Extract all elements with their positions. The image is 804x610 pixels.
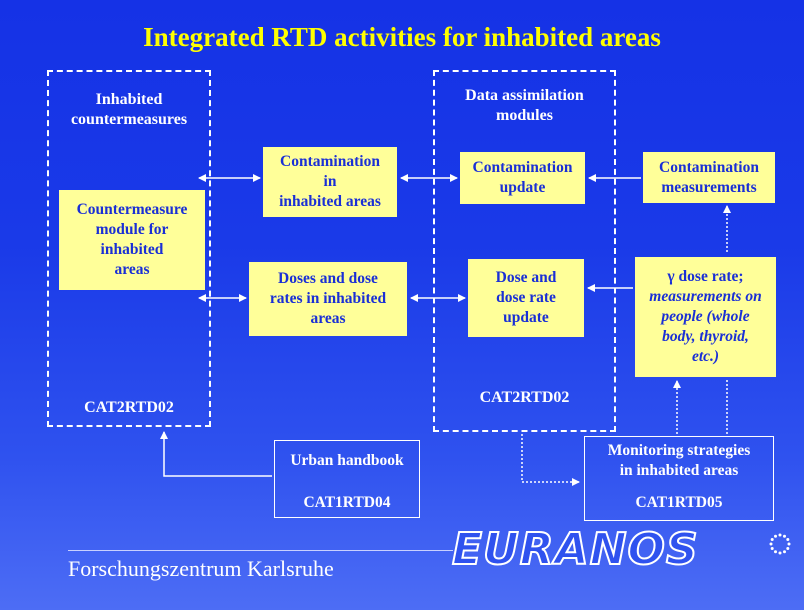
box-line: people (whole xyxy=(661,308,750,325)
box-line: Countermeasure xyxy=(76,201,188,218)
group-label-line: countermeasures xyxy=(70,111,188,128)
box-line: Contamination xyxy=(472,159,573,176)
left-group-code: CAT2RTD02 xyxy=(84,399,174,416)
urban-handbook-code: CAT1RTD04 xyxy=(303,494,391,511)
gamma-dose-box: γ dose rate; measurements on people (who… xyxy=(635,257,776,377)
contamination-update-box: Contamination update xyxy=(460,152,585,204)
box-line: Contamination xyxy=(280,153,380,170)
right-group-code: CAT2RTD02 xyxy=(479,389,570,406)
footer-divider xyxy=(68,550,453,551)
box-line: rates in inhabited xyxy=(269,290,387,307)
dose-update-box: Dose and dose rate update xyxy=(468,259,584,337)
urban-handbook-box: Urban handbook CAT1RTD04 xyxy=(274,440,420,518)
box-line: Doses and dose xyxy=(278,270,378,287)
countermeasure-module-box: Countermeasure module for inhabited area… xyxy=(59,190,205,290)
euranos-logo: EURANOS xyxy=(451,523,699,576)
box-line: inhabited xyxy=(100,241,164,258)
monitoring-line: Monitoring strategies xyxy=(607,442,751,459)
box-line: Contamination xyxy=(659,158,759,176)
box-line: dose rate xyxy=(496,289,556,306)
box-line: areas xyxy=(114,261,150,278)
box-line: module for xyxy=(95,221,169,238)
dotted-arrow-to-monitoring xyxy=(521,434,580,486)
group-label-line: Inhabited xyxy=(95,91,163,108)
box-line: γ dose rate; xyxy=(667,268,744,285)
contamination-measurements-box: Contamination measurements xyxy=(643,152,775,203)
box-line: measurements xyxy=(661,178,757,196)
box-line: body, thyroid, xyxy=(662,328,749,345)
data-assimilation-label: Data assimilation modules xyxy=(436,86,613,126)
inhabited-countermeasures-label: Inhabited countermeasures xyxy=(50,90,208,130)
box-line: inhabited areas xyxy=(279,193,381,210)
doses-inhabited-box: Doses and dose rates in inhabited areas xyxy=(249,262,407,336)
group-label-line: Data assimilation xyxy=(465,87,584,104)
contamination-inhabited-box: Contamination in inhabited areas xyxy=(263,147,397,217)
footer-text: Forschungszentrum Karlsruhe xyxy=(68,556,334,581)
group-label-line: modules xyxy=(496,107,553,124)
box-line: areas xyxy=(310,310,346,327)
monitoring-strategies-box: Monitoring strategies in inhabited areas… xyxy=(584,436,774,521)
box-line: etc.) xyxy=(691,348,720,365)
monitoring-code: CAT1RTD05 xyxy=(635,494,723,511)
slide-title: Integrated RTD activities for inhabited … xyxy=(143,22,661,52)
box-line: measurements on xyxy=(649,288,762,305)
box-line: in xyxy=(323,173,337,190)
arrow-urban-to-group xyxy=(160,431,272,477)
box-line: update xyxy=(499,179,546,196)
inhabited-countermeasures-group xyxy=(47,70,211,427)
monitoring-line: in inhabited areas xyxy=(619,462,739,479)
urban-handbook-label: Urban handbook xyxy=(290,452,404,469)
box-line: update xyxy=(503,309,549,326)
box-line: Dose and xyxy=(495,269,557,286)
data-assimilation-group xyxy=(433,70,616,432)
eu-stars-icon xyxy=(769,533,791,555)
